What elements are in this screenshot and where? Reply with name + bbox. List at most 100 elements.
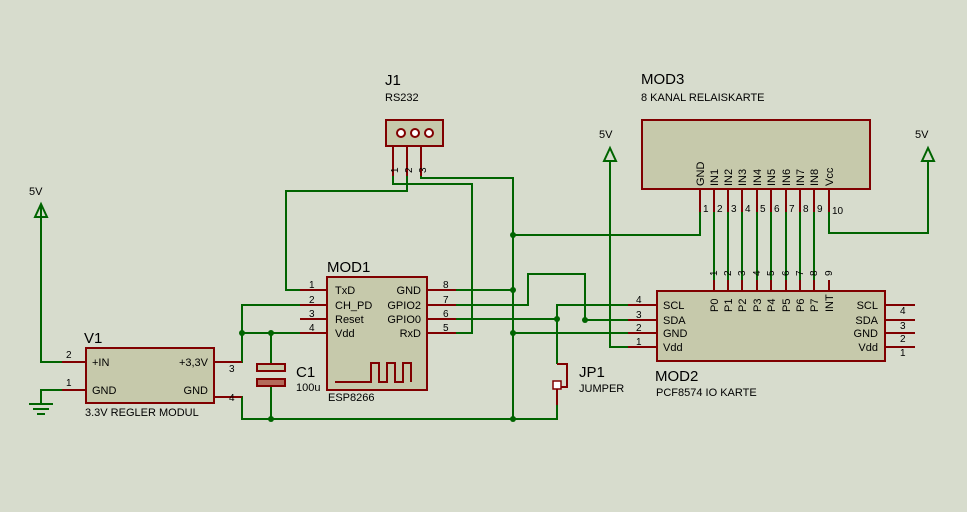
junction-dot <box>582 317 588 323</box>
power-symbol-jp: 5V <box>599 129 618 162</box>
mod2-port-label: P5 <box>781 299 793 312</box>
mod3-pin-number: 8 <box>803 204 809 215</box>
mod1-pin-number: 4 <box>309 323 315 334</box>
mod3-pin-label: IN8 <box>809 169 821 186</box>
j1-pin-number: 2 <box>404 167 415 173</box>
power-symbol-mod3: 5V <box>915 129 936 162</box>
mod3-pin-number: 7 <box>789 204 795 215</box>
mod3-pin-label: IN7 <box>795 169 807 186</box>
mod2-pin-label: SCL <box>663 300 684 312</box>
mod2-port-label: P6 <box>795 299 807 312</box>
junctions <box>239 232 588 422</box>
mod2-pin-number: 4 <box>636 295 642 306</box>
junction-dot <box>268 330 274 336</box>
mod3-pin-number: 10 <box>832 206 844 217</box>
mod3-pin-label: IN2 <box>723 169 735 186</box>
mod2-port-number: 3 <box>737 270 748 276</box>
junction-dot <box>239 330 245 336</box>
mod2-pin-number: 1 <box>900 348 906 359</box>
v1-ref: V1 <box>84 330 102 347</box>
mod1-pin-label: Vdd <box>335 328 355 340</box>
mod2-pin-number: 1 <box>636 337 642 348</box>
mod3-pin-label: IN3 <box>737 169 749 186</box>
mod3-ref: MOD3 <box>641 71 684 88</box>
wire-gnd-to-mod3 <box>513 212 701 236</box>
mod1-pin-label: RxD <box>400 328 421 340</box>
mod2-port-label: P4 <box>766 299 778 312</box>
mod2-pin-label: GND <box>663 328 688 340</box>
junction-dot <box>268 416 274 422</box>
mod1-pin-number: 3 <box>309 309 315 320</box>
wires <box>40 162 929 420</box>
mod3-pin-number: 3 <box>731 204 737 215</box>
mod1-pin-number: 7 <box>443 295 449 306</box>
power-label: 5V <box>29 186 43 198</box>
mod3-pin-label: IN6 <box>781 169 793 186</box>
mod3-pin-label: IN1 <box>709 169 721 186</box>
v1-pin-number: 2 <box>66 350 72 361</box>
power-label: 5V <box>599 129 613 141</box>
connector-j1: J1 RS232 1 2 3 <box>385 72 444 176</box>
mod2-port-number: 1 <box>709 270 720 276</box>
mod1-pin-number: 5 <box>443 323 449 334</box>
mod3-pin-label: GND <box>695 162 707 187</box>
mod1-pin-label: CH_PD <box>335 300 372 312</box>
mod3-pin-number: 5 <box>760 204 766 215</box>
mod2-port-number: 8 <box>809 270 820 276</box>
mod2-pin-number: 3 <box>636 310 642 321</box>
mod1-value: ESP8266 <box>328 392 374 404</box>
mod2-pin-number: 4 <box>900 306 906 317</box>
mod2-port-label: P7 <box>809 299 821 312</box>
j1-ref: J1 <box>385 72 401 89</box>
mod2-port-label: P2 <box>737 299 749 312</box>
antenna-trace-icon <box>335 362 412 383</box>
mod2-port-number: 4 <box>752 270 763 276</box>
mod2-value: PCF8574 IO KARTE <box>656 387 757 399</box>
mod3-pin-number: 4 <box>745 204 751 215</box>
jp1-ref: JP1 <box>579 364 605 381</box>
c1-ref: C1 <box>296 364 315 381</box>
v1-pin-number: 1 <box>66 378 72 389</box>
mod2-port-number: 6 <box>781 270 792 276</box>
mod1-pin-label: TxD <box>335 285 355 297</box>
mod3-pin-label: Vcc <box>824 167 836 186</box>
mod2-pin-label: Vdd <box>663 342 683 354</box>
mod1-pin-label: GPIO0 <box>387 314 421 326</box>
mod3-value: 8 KANAL RELAISKARTE <box>641 92 765 104</box>
power-symbol-v1: 5V <box>29 186 49 218</box>
mod2-port-number: 9 <box>824 270 835 276</box>
ground-symbol <box>29 403 53 415</box>
c1-plate-plus <box>256 363 286 372</box>
mod2-pin-number: 3 <box>900 321 906 332</box>
v1-pin-number: 3 <box>229 364 235 375</box>
v1-pin-number: 4 <box>229 393 235 404</box>
mod3-pin-number: 2 <box>717 204 723 215</box>
wire-j1-2-to-txd <box>285 176 408 291</box>
j1-pin-number: 1 <box>390 167 401 173</box>
mod2-pin-label: Vdd <box>858 342 878 354</box>
mod2-port-number: 5 <box>766 270 777 276</box>
mod2-port-label: P1 <box>723 299 735 312</box>
junction-dot <box>510 287 516 293</box>
v1-pin-label: GND <box>184 385 209 397</box>
mod2-pin-label: SCL <box>857 300 878 312</box>
module-mod2-pcf8574: MOD2 PCF8574 IO KARTE SCL4SDA3GND2Vdd1SC… <box>628 270 915 399</box>
junction-dot <box>510 416 516 422</box>
mod1-pin-number: 2 <box>309 295 315 306</box>
v1-pin-label: +IN <box>92 357 109 369</box>
mod1-ref: MOD1 <box>327 259 370 276</box>
mod3-pin-label: IN4 <box>752 169 764 186</box>
wire-gpio0-to-scl <box>434 304 650 320</box>
junction-dot <box>510 232 516 238</box>
wire-v1-gnd-to-ground <box>40 389 74 404</box>
power-label: 5V <box>915 129 929 141</box>
wire-j1-1-to-rxd <box>392 176 473 334</box>
module-v1-regulator: V1 3.3V REGLER MODUL +IN GND +3,3V GND 2… <box>62 330 242 419</box>
wire-gpio2-to-sda <box>434 273 650 321</box>
junction-dot <box>554 316 560 322</box>
mod3-body <box>641 119 871 190</box>
mod1-pin-label: GPIO2 <box>387 300 421 312</box>
